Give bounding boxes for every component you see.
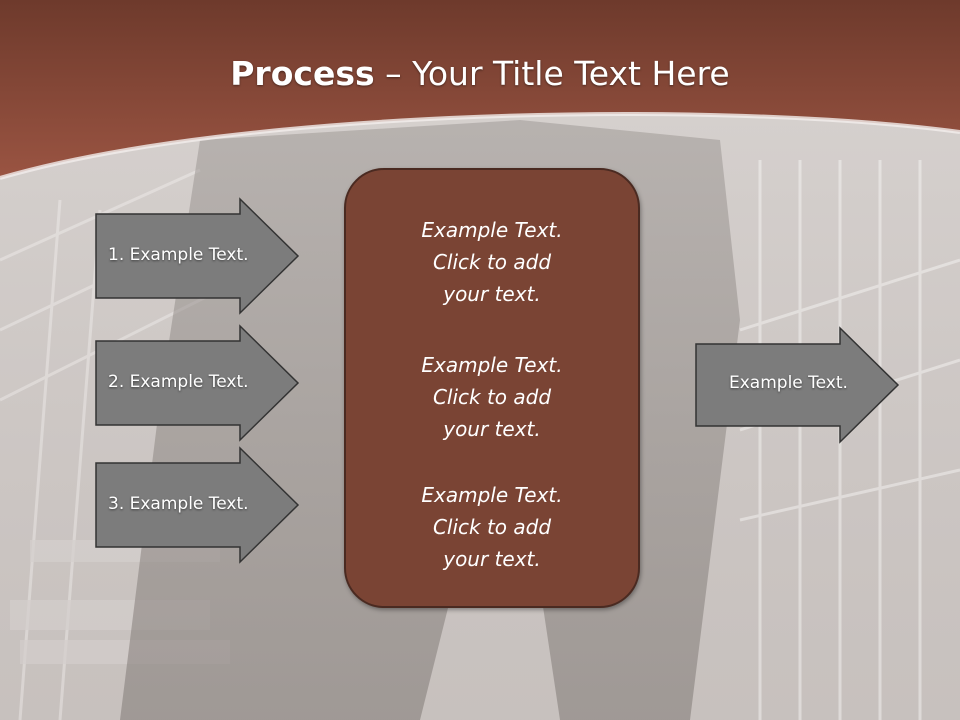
left-arrow-3-label: 3. Example Text. [108,494,249,514]
center-text-box[interactable]: Example Text. Click to add your text. Ex… [344,168,640,608]
title-bold: Process [230,54,375,93]
left-arrow-2-label: 2. Example Text. [108,372,249,392]
center-block-2: Example Text. Click to add your text. [346,349,638,445]
left-arrow-3[interactable] [95,446,300,564]
center-block-1-line-2: Click to add [432,250,552,274]
title-rest: – Your Title Text Here [374,54,730,93]
left-arrow-1[interactable] [95,197,300,315]
left-arrow-2[interactable] [95,324,300,442]
center-block-2-line-3: your text. [443,417,541,441]
center-block-2-line-2: Click to add [432,385,552,409]
slide-title[interactable]: Process – Your Title Text Here [0,54,960,93]
left-arrow-1-label: 1. Example Text. [108,245,249,265]
center-block-3-line-3: your text. [443,547,541,571]
center-block-1: Example Text. Click to add your text. [346,214,638,310]
right-arrow-label: Example Text. [729,373,848,393]
center-block-1-line-3: your text. [443,282,541,306]
center-block-3-line-2: Click to add [432,515,552,539]
right-arrow[interactable] [695,326,900,444]
center-block-3-line-1: Example Text. [421,483,563,507]
center-block-3: Example Text. Click to add your text. [346,479,638,575]
center-block-2-line-1: Example Text. [421,353,563,377]
center-block-1-line-1: Example Text. [421,218,563,242]
